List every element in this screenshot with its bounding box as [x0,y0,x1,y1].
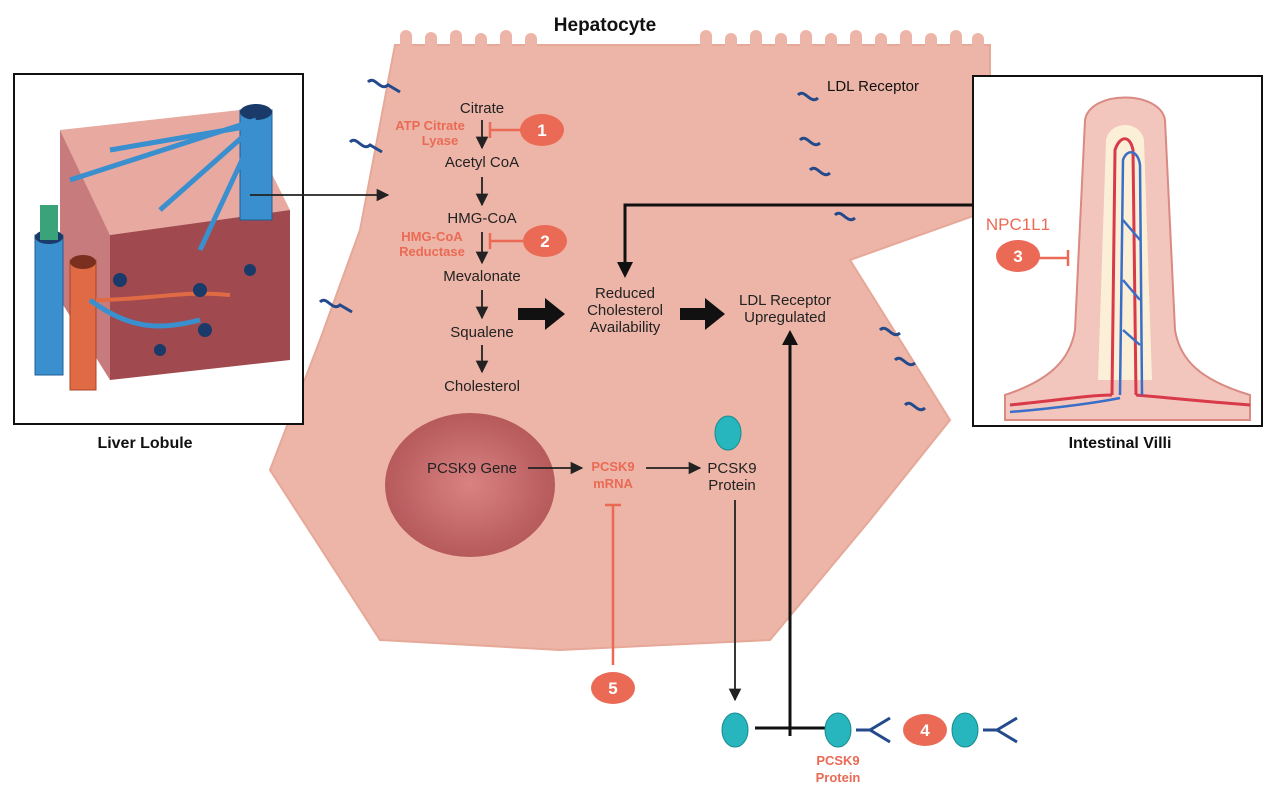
liver-lobule-panel [13,73,304,425]
svg-text:5: 5 [608,679,617,698]
marker-2: 2 [523,225,567,257]
pcsk9-gene: PCSK9 Gene [427,460,517,477]
enzyme-atp-citrate-lyase-2: Lyase [422,133,458,148]
enzyme-atp-citrate-lyase-1: ATP Citrate [395,118,465,133]
ldl-receptors [318,78,926,412]
label-intestinal-villi: Intestinal Villi [1069,435,1172,452]
marker-3: 3 [996,240,1040,272]
svg-text:3: 3 [1013,247,1022,266]
pathway-arrows [250,120,742,702]
pcsk9-protein-2: Protein [708,477,756,494]
label-ldl-receptor: LDL Receptor [827,78,919,95]
marker-5: 5 [591,672,635,704]
label-npc1l1: NPC1L1 [986,215,1050,234]
inhibition-bars [488,122,1070,665]
svg-text:4: 4 [920,721,930,740]
outcome-reduced-2: Cholesterol [587,302,663,319]
pcsk9-block-line [755,340,825,736]
pcsk9-protein-icons [714,415,979,748]
svg-text:2: 2 [540,232,549,251]
step-citrate: Citrate [460,100,504,117]
pcsk9-mrna-2: mRNA [593,476,633,491]
pcsk9-extracellular-1: PCSK9 [816,753,859,768]
pcsk9-mrna-1: PCSK9 [591,459,634,474]
pcsk9-protein-1: PCSK9 [707,460,756,477]
label-liver-lobule: Liver Lobule [97,435,192,452]
step-cholesterol: Cholesterol [444,378,520,395]
marker-1: 1 [520,114,564,146]
step-acetyl-coa: Acetyl CoA [445,154,519,171]
hepatocyte-cell [268,30,991,652]
outcome-reduced-3: Availability [590,319,661,336]
ldl-receptor-bound-icons [856,716,1018,744]
svg-text:1: 1 [537,121,546,140]
outcome-ldl-up-2: Upregulated [744,309,826,326]
block-arrows [518,298,725,330]
marker-4: 4 [903,714,947,746]
outcome-ldl-up-1: LDL Receptor [739,292,831,309]
enzyme-hmg-coa-reductase-1: HMG-CoA [401,229,463,244]
step-mevalonate: Mevalonate [443,268,521,285]
npc1l1-feedback [623,203,973,268]
pcsk9-extracellular-2: Protein [816,770,861,785]
enzyme-hmg-coa-reductase-2: Reductase [399,244,465,259]
step-hmg-coa: HMG-CoA [447,210,516,227]
title-hepatocyte: Hepatocyte [554,15,656,36]
step-squalene: Squalene [450,324,513,341]
nucleus [385,413,555,557]
outcome-reduced-1: Reduced [595,285,655,302]
